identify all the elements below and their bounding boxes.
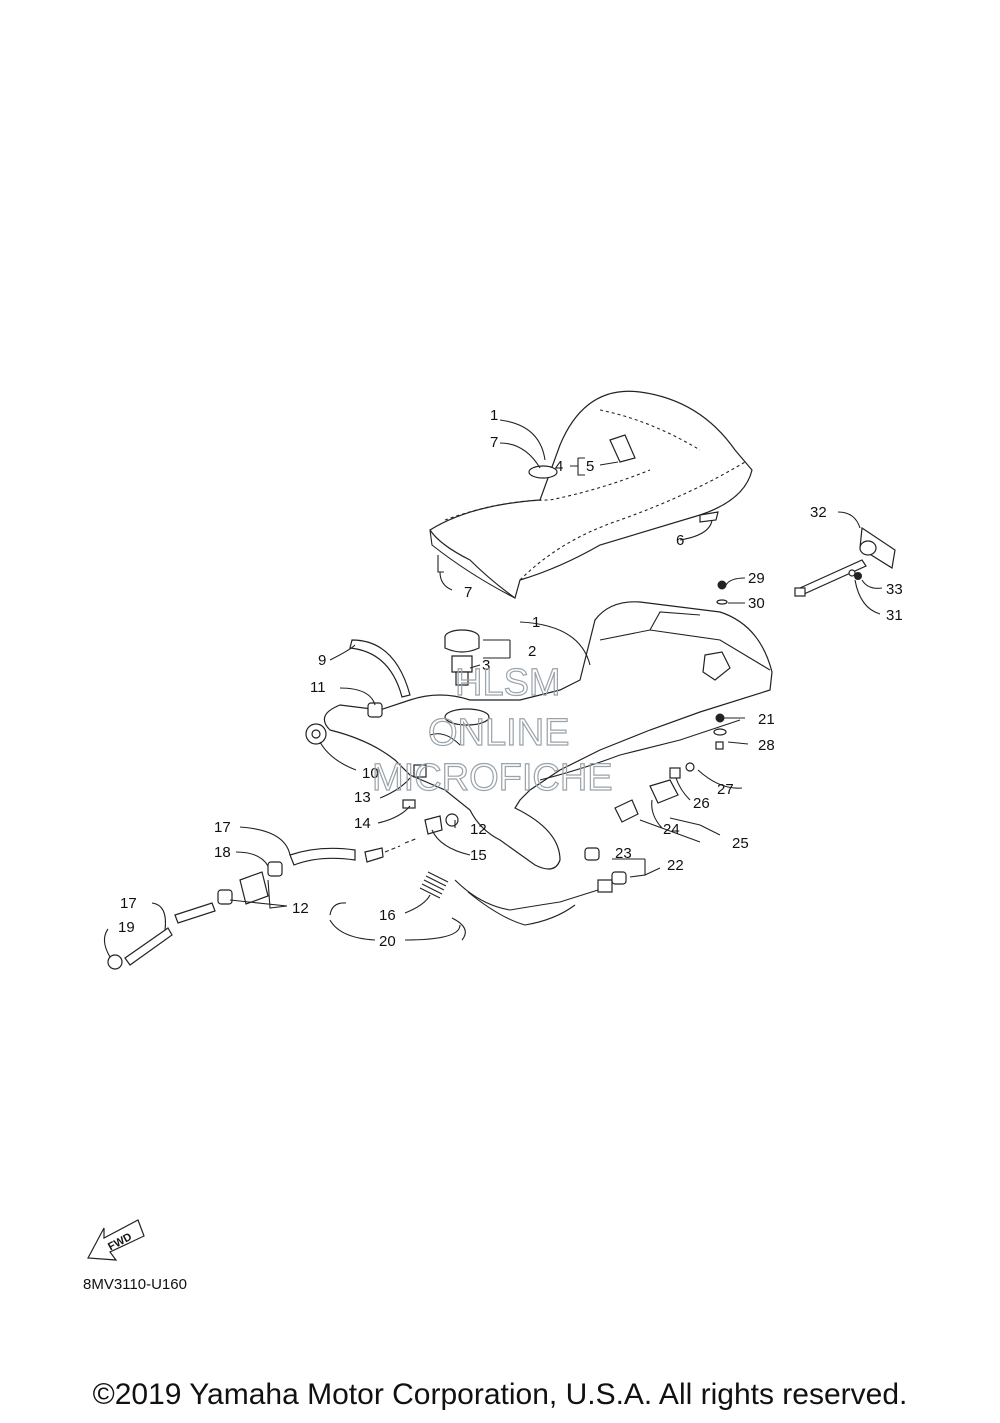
callout-20: 20: [379, 933, 396, 950]
callout-3: 3: [482, 657, 490, 674]
leader-lines: [103, 419, 883, 958]
callout-29: 29: [748, 570, 765, 587]
fwd-arrow: FWD: [87, 1219, 145, 1261]
fuel-filter: [217, 861, 283, 905]
watermark-line1: HLSM: [455, 662, 561, 704]
hose-fitting-11: [367, 702, 383, 718]
watermark: HLSM ONLINE MICROFICHE: [371, 661, 613, 799]
callout-30: 30: [748, 595, 765, 612]
filler-cap: [444, 629, 480, 686]
throttle-cable: [454, 847, 627, 926]
callout-21: 21: [758, 711, 775, 728]
callout-4a: 1: [490, 407, 498, 424]
callout-18: 18: [214, 844, 231, 861]
callout-19: 19: [118, 919, 135, 936]
diagram-code: 8MV3110-U160: [83, 1276, 187, 1293]
fuel-tank: [323, 601, 773, 870]
callout-13: 13: [354, 789, 371, 806]
callout-labels: 1 7 4 5 6 7 1 2 3 9 11 10 13 14 12 15 17…: [118, 407, 903, 950]
grommet-21-28: [713, 713, 727, 750]
callout-7: 6: [676, 532, 684, 549]
grommet-10: [305, 723, 327, 745]
callout-4b: 4: [555, 458, 563, 475]
vent-hose: [349, 639, 411, 698]
callout-28: 28: [758, 737, 775, 754]
callout-33: 33: [886, 581, 903, 598]
callout-12b: 12: [292, 900, 309, 917]
callout-1: 1: [532, 614, 540, 631]
callout-16: 16: [379, 907, 396, 924]
callout-17a: 17: [214, 819, 231, 836]
watermark-line2: ONLINE: [428, 712, 569, 754]
callout-24: 24: [663, 821, 680, 838]
seat: [429, 390, 753, 599]
callout-12a: 12: [470, 821, 487, 838]
callout-6: 7: [490, 434, 498, 451]
copyright-notice: ©2019 Yamaha Motor Corporation, U.S.A. A…: [92, 1378, 908, 1411]
callout-23: 23: [615, 845, 632, 862]
bolts-29-30: [716, 580, 728, 605]
fuel-sender-24: [614, 762, 695, 823]
callout-27: 27: [717, 781, 734, 798]
callout-17b: 17: [120, 895, 137, 912]
callout-9: 9: [318, 652, 326, 669]
callout-14: 14: [354, 815, 371, 832]
callout-2: 2: [528, 643, 536, 660]
watermark-line3: MICROFICHE: [372, 757, 613, 799]
callout-15: 15: [470, 847, 487, 864]
callout-5: 5: [586, 458, 594, 475]
callout-10: 10: [362, 765, 379, 782]
steering-assembly-32: [794, 526, 896, 597]
fuel-line-lower: [107, 902, 216, 970]
clamps-20: [329, 902, 466, 941]
callout-26: 26: [693, 795, 710, 812]
callout-11: 11: [310, 679, 326, 696]
fuel-hose-17: [289, 837, 419, 866]
callout-8: 7: [464, 584, 472, 601]
callout-31: 31: [886, 607, 903, 624]
spring-16: [419, 871, 449, 899]
callout-22: 22: [667, 857, 684, 874]
fuel-pickup: [402, 799, 459, 835]
callout-32: 32: [810, 504, 827, 521]
callout-25: 25: [732, 835, 749, 852]
